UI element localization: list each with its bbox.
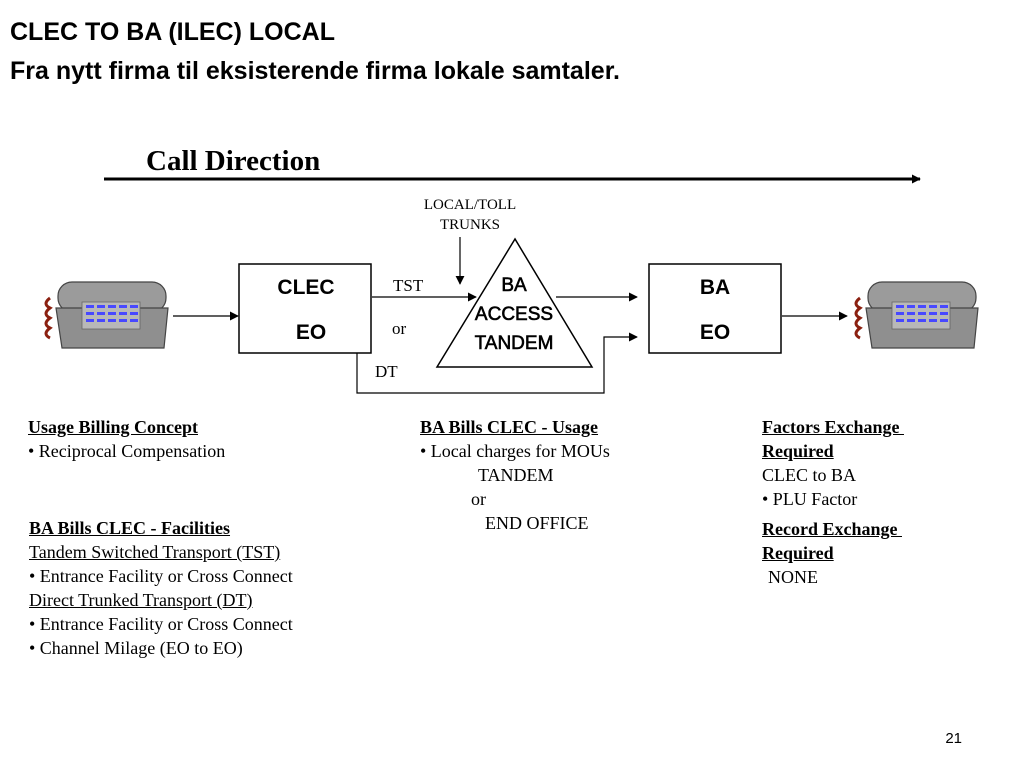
- factors-heading-line1: Factors Exchange: [762, 417, 904, 437]
- right-telephone-icon: [854, 281, 979, 349]
- records-section: Record Exchange Required NONE: [762, 517, 902, 589]
- ba-access-tandem-triangle: [435, 237, 594, 368]
- or-label: or: [392, 319, 407, 338]
- dt-item-1: • Entrance Facility or Cross Connect: [29, 614, 293, 634]
- clec-eo-box: [238, 263, 372, 354]
- trunks-label-line2: TRUNKS: [440, 217, 500, 233]
- tandem-label-line2: ACCESS: [475, 304, 553, 325]
- factors-item: • PLU Factor: [762, 489, 858, 509]
- tandem-label-line1: BA: [501, 275, 527, 296]
- usage-billing-heading: Usage Billing Concept: [28, 417, 199, 437]
- dt-heading: Direct Trunked Transport (DT): [29, 590, 253, 610]
- clec-eo-label-line2: EO: [296, 321, 326, 344]
- ba-eo-label-line1: BA: [700, 276, 730, 299]
- records-value: NONE: [768, 567, 818, 587]
- usage-or: or: [471, 489, 486, 509]
- tandem-label-line3: TANDEM: [475, 333, 554, 354]
- records-heading-line2: Required: [762, 543, 834, 563]
- dt-item-2: • Channel Milage (EO to EO): [29, 638, 243, 658]
- tst-heading: Tandem Switched Transport (TST): [29, 542, 281, 562]
- dt-label: DT: [375, 362, 398, 381]
- usage-tandem: TANDEM: [478, 465, 554, 485]
- dt-path: [356, 332, 638, 394]
- factors-line: CLEC to BA: [762, 465, 857, 485]
- usage-section: BA Bills CLEC - Usage • Local charges fo…: [420, 415, 610, 535]
- trunks-label-line1: LOCAL/TOLL: [424, 197, 516, 213]
- usage-billing-item: • Reciprocal Compensation: [28, 441, 226, 461]
- records-heading-line1: Record Exchange: [762, 519, 902, 539]
- slide-subtitle: Fra nytt firma til eksisterende firma lo…: [10, 57, 620, 85]
- facilities-heading: BA Bills CLEC - Facilities: [29, 518, 231, 538]
- usage-heading: BA Bills CLEC - Usage: [420, 417, 599, 437]
- ba-eo-box: [648, 263, 782, 354]
- left-telephone-icon: [44, 281, 169, 349]
- page-number: 21: [945, 730, 962, 747]
- usage-end-office: END OFFICE: [485, 513, 589, 533]
- usage-item: • Local charges for MOUs: [420, 441, 610, 461]
- slide-title: CLEC TO BA (ILEC) LOCAL: [10, 18, 335, 46]
- usage-billing-section: Usage Billing Concept • Reciprocal Compe…: [28, 415, 225, 463]
- tst-label: TST: [393, 276, 424, 295]
- ba-eo-label-line2: EO: [700, 321, 730, 344]
- factors-section: Factors Exchange Required CLEC to BA • P…: [762, 415, 904, 511]
- factors-heading-line2: Required: [762, 441, 834, 461]
- call-direction-label: Call Direction: [146, 145, 320, 177]
- facilities-section: BA Bills CLEC - Facilities Tandem Switch…: [29, 516, 293, 660]
- clec-eo-label-line1: CLEC: [277, 276, 334, 299]
- tst-item: • Entrance Facility or Cross Connect: [29, 566, 293, 586]
